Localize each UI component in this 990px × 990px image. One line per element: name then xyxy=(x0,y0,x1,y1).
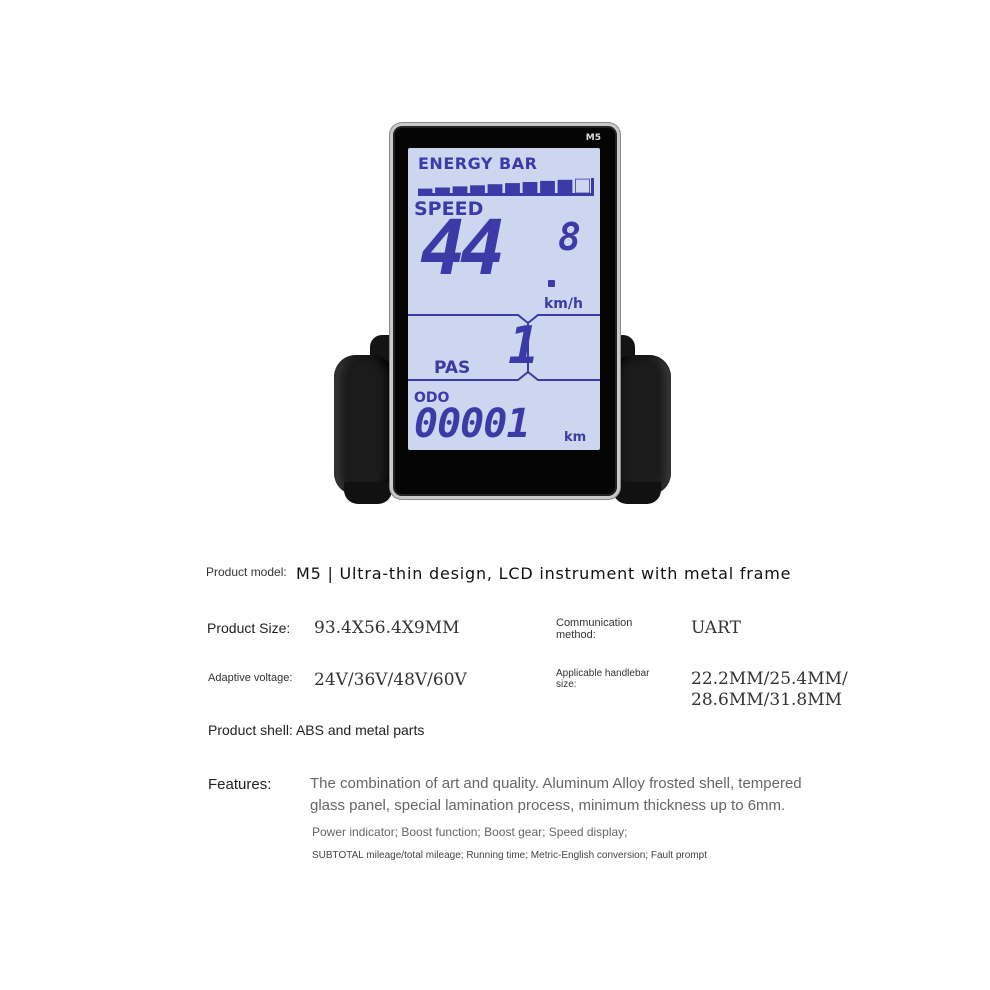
speed-decimal: 8 xyxy=(558,215,581,259)
odo-value: 00001 xyxy=(414,401,530,447)
speed-decimal-point xyxy=(548,280,555,287)
product-model-label: Product model: xyxy=(206,565,287,579)
energy-bar-baseline xyxy=(418,193,594,196)
communication-value: UART xyxy=(691,618,741,638)
energy-bar-segment xyxy=(470,185,485,194)
right-clamp-foot xyxy=(613,482,661,504)
handlebar-value-line2: 28.6MM/31.8MM xyxy=(691,690,843,710)
product-size-value: 93.4X56.4X9MM xyxy=(314,618,460,638)
energy-bar xyxy=(418,178,594,196)
energy-bar-segment xyxy=(557,179,573,194)
communication-label-line2: method: xyxy=(556,628,596,641)
product-shell: Product shell: ABS and metal parts xyxy=(208,722,425,738)
pas-value: 1 xyxy=(508,316,540,376)
speed-unit: km/h xyxy=(544,296,583,312)
speed-label: SPEED xyxy=(414,198,484,220)
communication-label-line1: Communication xyxy=(556,617,633,629)
odo-unit: km xyxy=(564,430,587,445)
energy-bar-segment xyxy=(487,184,503,194)
product-model-value: M5 | Ultra-thin design, LCD instrument w… xyxy=(296,564,792,583)
left-handlebar-clamp xyxy=(334,355,394,495)
features-label: Features: xyxy=(208,776,272,793)
energy-bar-segment xyxy=(540,180,555,194)
right-handlebar-clamp xyxy=(611,355,671,495)
lcd-display-device: M5 ENERGY BAR SPEED 44 8 km/h PAS 1 ODO … xyxy=(330,120,675,505)
model-tag: M5 xyxy=(585,133,601,143)
energy-bar-segment xyxy=(435,187,450,194)
handlebar-size-value: 22.2MM/25.4MM/ 28.6MM/31.8MM xyxy=(691,669,848,711)
pas-divider-lines xyxy=(408,314,600,381)
energy-bar-cap xyxy=(591,178,594,196)
energy-bar-segment xyxy=(522,182,538,194)
handlebar-label-line2: size: xyxy=(556,678,577,690)
energy-bar-segment xyxy=(418,188,433,194)
product-size-label: Product Size: xyxy=(207,620,291,636)
energy-bar-segment xyxy=(575,178,590,194)
left-clamp-foot xyxy=(344,482,392,504)
lcd-screen: ENERGY BAR SPEED 44 8 km/h PAS 1 ODO 000… xyxy=(408,148,600,450)
handlebar-value-line1: 22.2MM/25.4MM/ xyxy=(691,669,848,689)
features-list-2: SUBTOTAL mileage/total mileage; Running … xyxy=(312,850,707,861)
communication-label: Communication method: xyxy=(556,617,633,641)
energy-bar-segment xyxy=(452,186,468,194)
handlebar-label-line1: Applicable handlebar xyxy=(556,668,650,679)
energy-bar-segment xyxy=(505,183,520,194)
speed-value: 44 xyxy=(420,203,505,292)
odo-label: ODO xyxy=(414,390,450,406)
features-list-1: Power indicator; Boost function; Boost g… xyxy=(312,825,628,839)
adaptive-voltage-label: Adaptive voltage: xyxy=(208,672,293,684)
handlebar-size-label: Applicable handlebar size: xyxy=(556,668,650,690)
display-frame: M5 ENERGY BAR SPEED 44 8 km/h PAS 1 ODO … xyxy=(390,123,620,499)
features-description: The combination of art and quality. Alum… xyxy=(310,775,802,814)
adaptive-voltage-value: 24V/36V/48V/60V xyxy=(314,670,467,690)
energy-bar-label: ENERGY BAR xyxy=(418,154,538,173)
pas-label: PAS xyxy=(434,358,471,378)
